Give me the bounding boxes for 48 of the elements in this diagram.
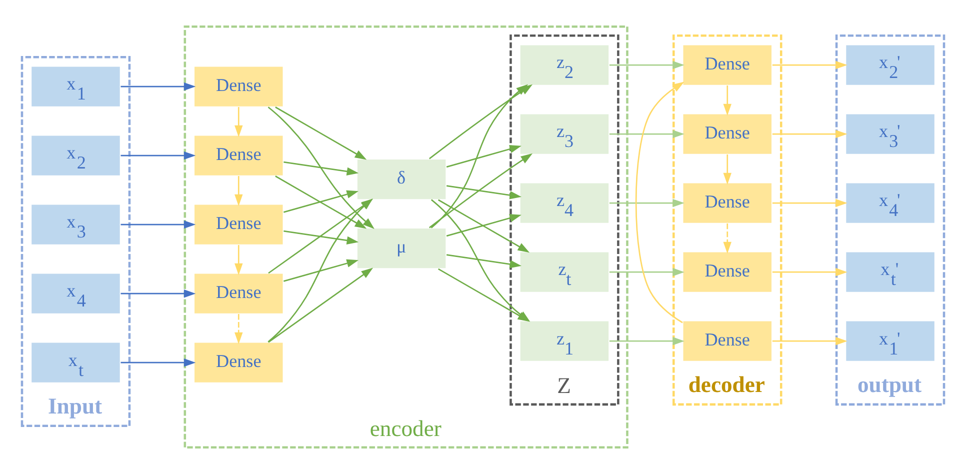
arrow bbox=[772, 60, 848, 70]
arrow bbox=[723, 154, 732, 185]
node-box: Dense bbox=[193, 272, 284, 314]
arrow bbox=[609, 268, 684, 276]
node-box: Dense bbox=[682, 113, 773, 155]
arrow bbox=[268, 268, 374, 343]
arrow bbox=[723, 86, 732, 116]
node-box: δ bbox=[356, 158, 447, 200]
arrow bbox=[446, 214, 522, 237]
arrow bbox=[275, 176, 367, 229]
arrow bbox=[428, 153, 533, 228]
arrow bbox=[446, 254, 522, 268]
arrow bbox=[234, 107, 243, 138]
node-box: Dense bbox=[682, 44, 773, 86]
node-box: Dense bbox=[193, 342, 284, 384]
node-box: Dense bbox=[682, 251, 773, 293]
node-box: Dense bbox=[193, 134, 284, 176]
arrow bbox=[120, 358, 196, 367]
arrow bbox=[446, 185, 522, 200]
arrow bbox=[275, 106, 367, 160]
arrow bbox=[120, 82, 196, 91]
arrow bbox=[284, 161, 359, 176]
node-box: Dense bbox=[682, 182, 773, 224]
arrow bbox=[234, 314, 243, 344]
arrow bbox=[234, 245, 243, 276]
arrow bbox=[284, 230, 359, 244]
node-box: Dense bbox=[682, 320, 773, 362]
arrow bbox=[120, 289, 196, 298]
node-box: Dense bbox=[193, 66, 284, 108]
arrow bbox=[283, 259, 359, 282]
arrow bbox=[283, 190, 359, 213]
arrow bbox=[772, 336, 848, 346]
arrow bbox=[723, 224, 732, 254]
arrow bbox=[120, 151, 196, 160]
node-box: Dense bbox=[193, 204, 284, 246]
arrow bbox=[772, 130, 848, 138]
arrow bbox=[446, 145, 522, 168]
arrow bbox=[609, 198, 684, 208]
arrow bbox=[234, 176, 243, 206]
node-box: μ bbox=[356, 227, 447, 270]
arrow bbox=[772, 268, 848, 276]
arrow bbox=[635, 82, 684, 324]
arrow bbox=[120, 220, 196, 229]
arrow bbox=[438, 199, 530, 253]
arrow bbox=[609, 336, 684, 346]
arrow bbox=[609, 130, 684, 138]
arrow bbox=[772, 198, 848, 208]
arrow bbox=[609, 60, 684, 70]
